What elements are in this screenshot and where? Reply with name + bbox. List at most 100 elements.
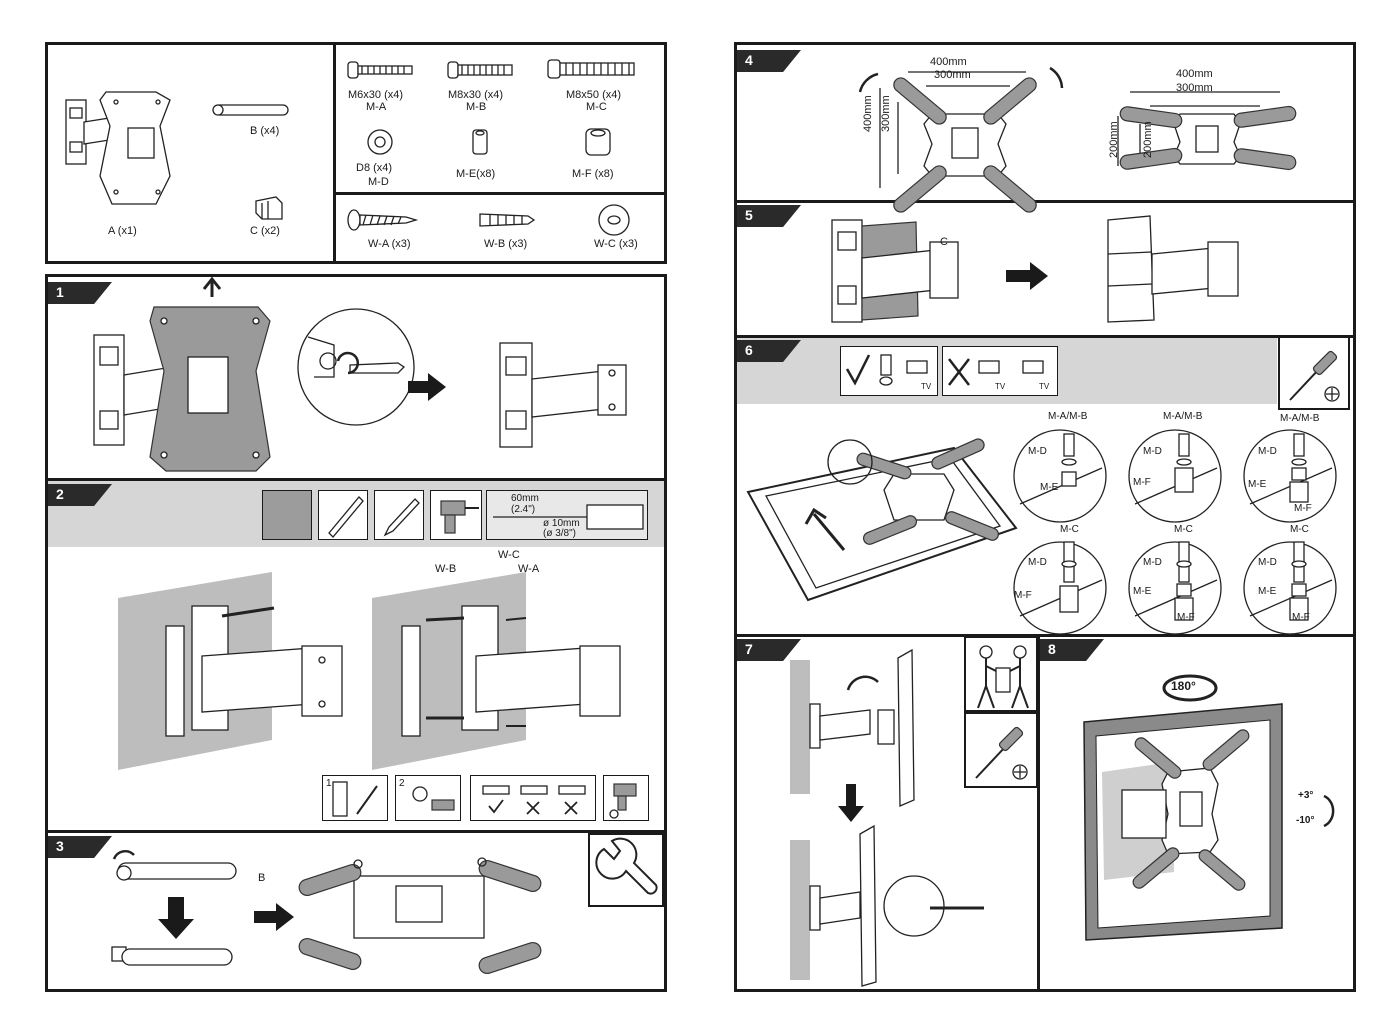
spacer-mf-icon bbox=[585, 128, 611, 156]
step4-w300a: 300mm bbox=[934, 69, 971, 81]
step2-level-check bbox=[470, 775, 596, 821]
me-label: M-E(x8) bbox=[456, 168, 496, 180]
step4-vesa-400x200 bbox=[1117, 91, 1297, 171]
c2-l2: M-F bbox=[1133, 477, 1151, 488]
tool-pencil-icon bbox=[374, 490, 424, 540]
step4-vesa-400x400 bbox=[858, 66, 1064, 213]
step2-screwdriver-tool bbox=[603, 775, 649, 821]
step4-divider bbox=[734, 200, 1356, 203]
screw-mc-icon bbox=[547, 59, 635, 79]
wa-label: W-A (x3) bbox=[368, 238, 411, 250]
c1-l1: M-D bbox=[1028, 446, 1047, 457]
screw-mb-icon bbox=[447, 61, 513, 79]
step7-screwdriver-icon bbox=[964, 712, 1038, 788]
detail-circle-1 bbox=[1013, 429, 1107, 523]
tilt-up-label: +3° bbox=[1298, 790, 1314, 801]
step7-hang-tv-lower bbox=[790, 824, 984, 987]
mb-size-label: M8x30 (x4) bbox=[448, 89, 504, 101]
step1-bracket-exploded bbox=[93, 276, 446, 472]
tilt-arrow-icon bbox=[1323, 794, 1335, 828]
detail-circle-4 bbox=[1013, 541, 1107, 635]
step5-arrow bbox=[1006, 262, 1048, 290]
mc-code-label: M-C bbox=[586, 101, 607, 113]
c1-l2: M-E bbox=[1040, 482, 1059, 493]
step8-tv-front bbox=[1083, 703, 1283, 941]
rotation-180-label: 180° bbox=[1171, 679, 1196, 693]
drill-diameter-label: ø 10mm bbox=[543, 518, 580, 529]
part-b-label: B (x4) bbox=[250, 125, 280, 137]
c3-l3: M-F bbox=[1294, 503, 1312, 514]
screwdriver-tool-icon bbox=[1278, 336, 1350, 410]
wc-label: W-C (x3) bbox=[594, 238, 638, 250]
tilt-down-label: -10° bbox=[1296, 815, 1315, 826]
part-c-illustration bbox=[255, 196, 283, 220]
step2-bracket-on-wall-right bbox=[401, 605, 621, 737]
step7-hang-tv-upper bbox=[790, 648, 915, 807]
c5-top: M-C bbox=[1174, 524, 1193, 535]
wb-label: W-B (x3) bbox=[484, 238, 528, 250]
step1-bracket-assembled bbox=[499, 342, 627, 448]
c4-top: M-C bbox=[1060, 524, 1079, 535]
step1-divider bbox=[45, 478, 667, 481]
c4-l2: M-F bbox=[1014, 590, 1032, 601]
step7-8-divider bbox=[1037, 634, 1040, 992]
c5-l3: M-F bbox=[1177, 612, 1195, 623]
part-c-label: C (x2) bbox=[250, 225, 280, 237]
detail-circle-3 bbox=[1243, 429, 1337, 523]
arm-b-illustration bbox=[212, 104, 289, 116]
step6-tv-back-with-plate bbox=[746, 438, 1018, 602]
step4-w300b: 300mm bbox=[1176, 82, 1213, 94]
tv-label-2: TV bbox=[995, 382, 1006, 391]
ma-size-label: M6x30 (x4) bbox=[348, 89, 404, 101]
c6-top: M-C bbox=[1290, 524, 1309, 535]
washer-wc-icon bbox=[598, 204, 630, 236]
md-size-label: D8 (x4) bbox=[356, 162, 393, 174]
mb-code-label: M-B bbox=[466, 101, 487, 113]
c3-l1: M-D bbox=[1258, 446, 1277, 457]
drill-depth-label: 60mm bbox=[511, 493, 539, 504]
tv-label-1: TV bbox=[921, 382, 932, 391]
tool-drill-icon bbox=[430, 490, 482, 540]
step-5-badge: 5 bbox=[737, 205, 801, 227]
wrench-tool-icon bbox=[588, 833, 664, 907]
c6-l3: M-F bbox=[1292, 612, 1310, 623]
step5-bracket-assembled bbox=[1107, 215, 1239, 323]
step2-bracket-on-wall-left bbox=[165, 605, 343, 737]
md-code-label: M-D bbox=[368, 176, 389, 188]
parts-divider-horizontal bbox=[333, 192, 667, 195]
drill-depth-inch-label: (2.4") bbox=[511, 504, 536, 515]
mf-label: M-F (x8) bbox=[572, 168, 614, 180]
step3-arm-with-nut bbox=[111, 849, 237, 966]
step3-b-label: B bbox=[258, 872, 266, 884]
step3-arrow bbox=[254, 903, 294, 931]
step-7-badge: 7 bbox=[737, 639, 801, 661]
step2-wc-label: W-C bbox=[498, 549, 520, 561]
spacer-me-icon bbox=[472, 129, 488, 155]
ma-code-label: M-A bbox=[366, 101, 387, 113]
step2-divider bbox=[45, 830, 667, 833]
step3-plate-with-arms bbox=[298, 857, 542, 975]
c2-l1: M-D bbox=[1143, 446, 1162, 457]
detail-circle-6 bbox=[1243, 541, 1337, 635]
step5-divider bbox=[734, 335, 1356, 338]
step4-h400: 400mm bbox=[862, 95, 874, 132]
parts-divider-vertical bbox=[333, 42, 336, 264]
step4-h200a: 200mm bbox=[1108, 121, 1120, 158]
c6-l1: M-D bbox=[1258, 557, 1277, 568]
step2-wa-label: W-A bbox=[518, 563, 540, 575]
c3-l2: M-E bbox=[1248, 479, 1267, 490]
c4-l1: M-D bbox=[1028, 557, 1047, 568]
screw-ma-icon bbox=[347, 61, 413, 79]
detail-circle-5 bbox=[1128, 541, 1222, 635]
correct-washer-order-icon: TV bbox=[840, 346, 938, 396]
drill-depth-diagram: 60mm (2.4") ø 10mm (ø 3/8") bbox=[486, 490, 648, 540]
incorrect-washer-order-icon: TV TV bbox=[942, 346, 1058, 396]
step-4-badge: 4 bbox=[737, 50, 801, 72]
step4-w400b: 400mm bbox=[1176, 68, 1213, 80]
c1-top: M-A/M-B bbox=[1048, 411, 1088, 422]
two-person-lift-icon bbox=[964, 636, 1038, 712]
c2-top: M-A/M-B bbox=[1163, 411, 1203, 422]
step-1-badge: 1 bbox=[48, 282, 112, 304]
wall-bracket-illustration bbox=[65, 91, 171, 205]
c5-l1: M-D bbox=[1143, 557, 1162, 568]
